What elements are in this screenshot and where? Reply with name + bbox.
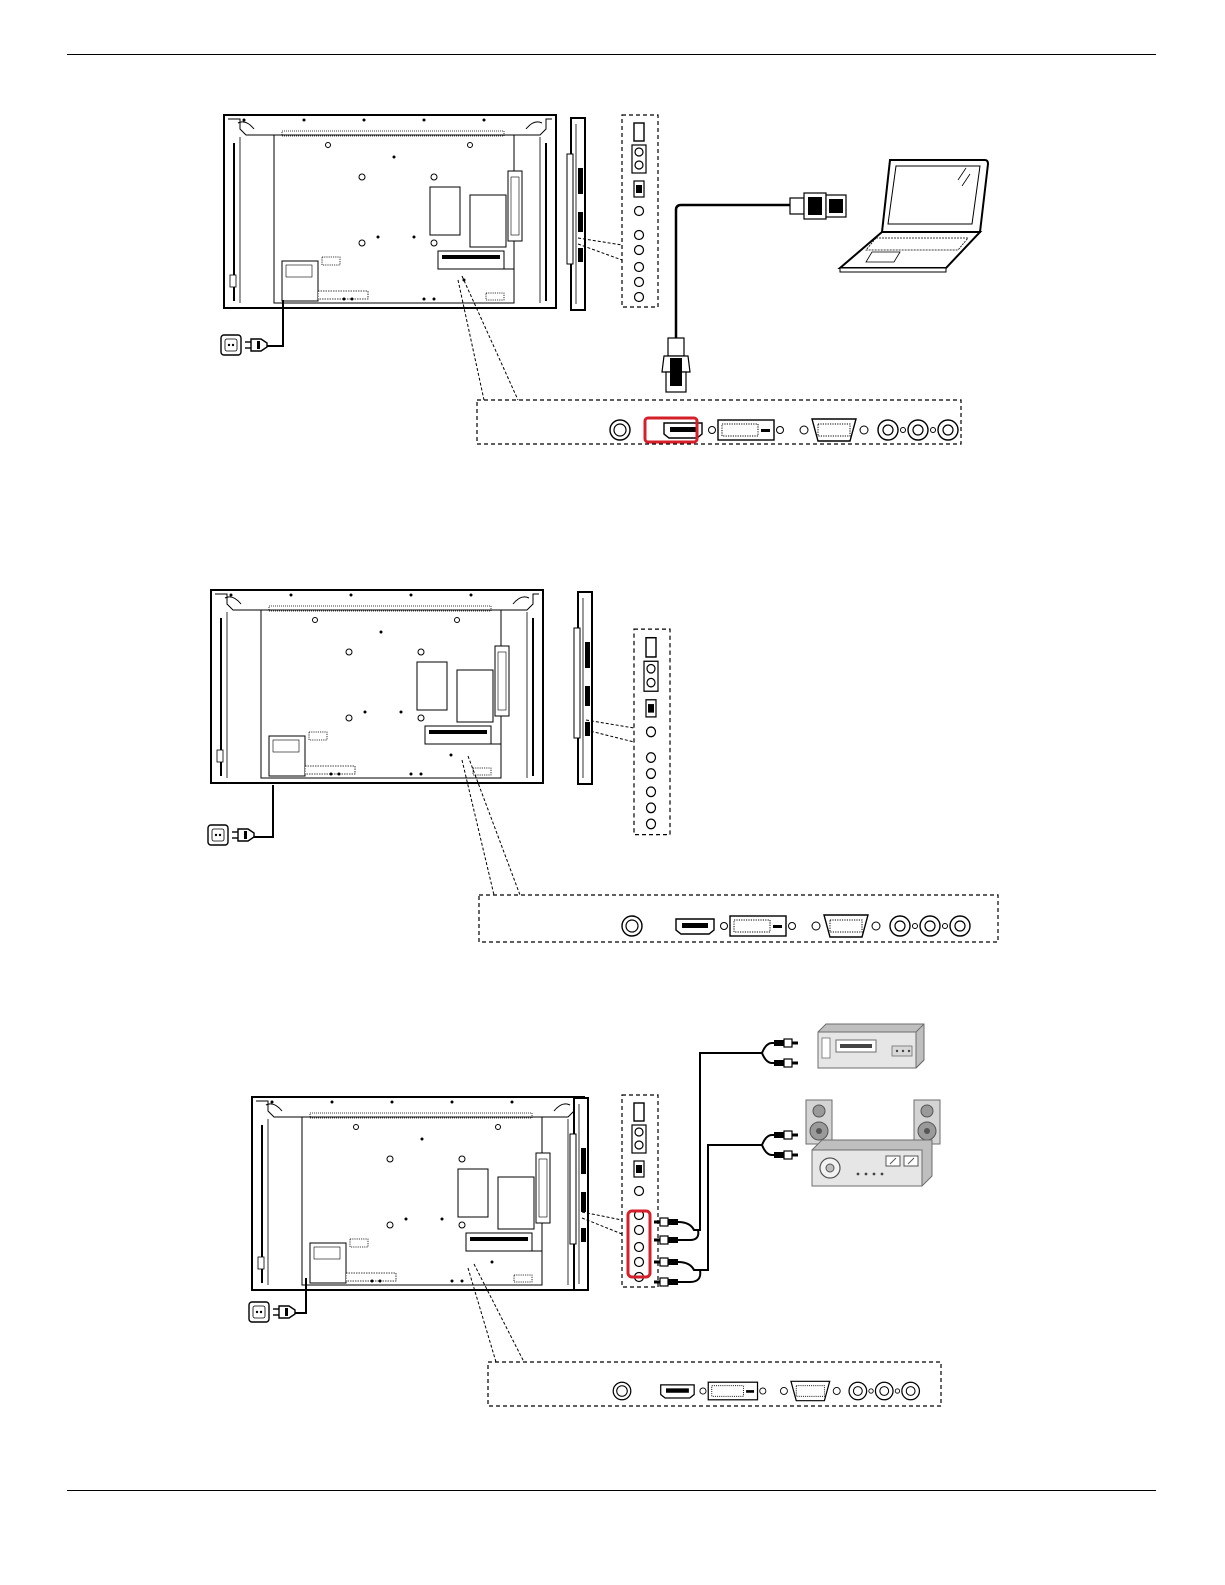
- monitor-back-view: [211, 590, 543, 783]
- power-plug-icon: [208, 825, 254, 845]
- monitor-side-view: [567, 118, 585, 310]
- side-port-column: [634, 629, 670, 834]
- monitor-back-view: [224, 115, 556, 308]
- monitor-side-view: [574, 592, 592, 784]
- figure-hdmi-connection: [221, 115, 988, 444]
- hdmi-connector-bottom: [662, 338, 690, 392]
- rca-cable-icon: [654, 1039, 798, 1286]
- power-plug-icon: [249, 1302, 295, 1322]
- speaker-icon: [914, 1100, 940, 1144]
- side-port-column: [622, 115, 658, 307]
- dvd-player-icon: [818, 1024, 924, 1068]
- laptop-icon: [840, 160, 988, 272]
- monitor-back-view: [252, 1097, 584, 1290]
- power-plug-icon: [221, 335, 267, 355]
- figure-rear-panel-overview: [208, 590, 998, 942]
- figure-audio-video-out-connection: [249, 1024, 941, 1406]
- hdmi-connector-top: [790, 193, 846, 219]
- speaker-icon: [806, 1100, 832, 1144]
- hdmi-cable-icon: [676, 205, 792, 345]
- amplifier-icon: [812, 1140, 932, 1186]
